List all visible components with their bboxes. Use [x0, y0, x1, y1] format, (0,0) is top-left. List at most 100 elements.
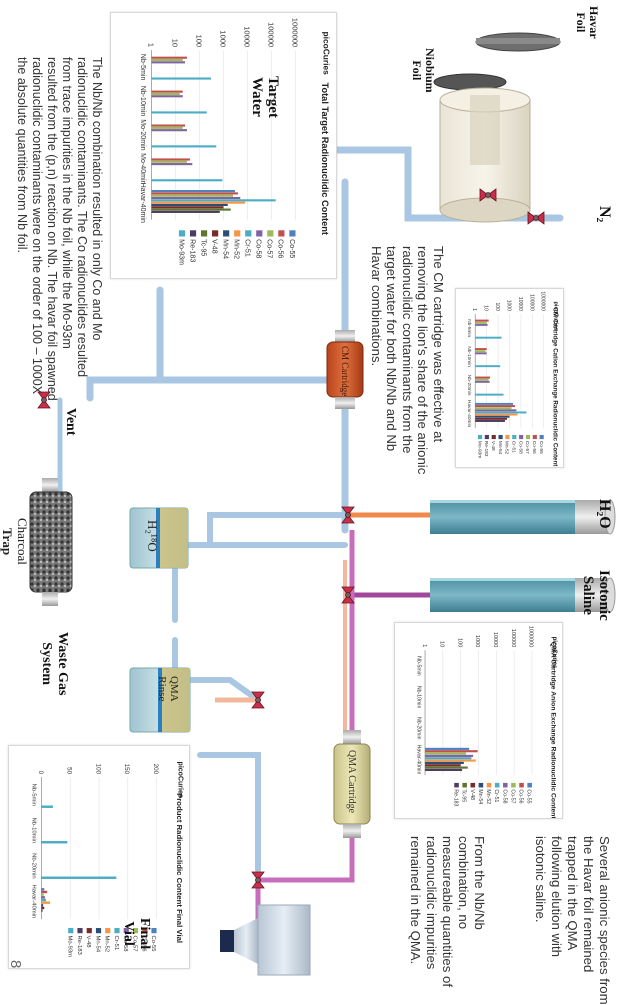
page-number: 8 — [7, 960, 24, 969]
cm-cartridge-label: CM Cartridge — [340, 346, 350, 397]
chart-bar — [475, 378, 489, 381]
cm-effective-line: Havar combinations. — [369, 246, 384, 367]
chart-bar — [151, 210, 220, 213]
chart-bar — [475, 393, 504, 396]
chart-bar — [41, 896, 45, 899]
chart-bar — [475, 321, 487, 324]
chart-bar — [425, 761, 464, 764]
nbnb-combination-line: remained in the QMA. — [408, 836, 423, 965]
chart-legend-swatch — [527, 782, 532, 788]
chart-bar — [475, 323, 488, 326]
chart-legend-swatch — [532, 434, 537, 440]
target-body-bottom — [439, 197, 531, 223]
nbnb-combination-line: From the Nb/Nb — [472, 836, 487, 930]
chart-legend-swatch — [511, 782, 516, 788]
chart-legend-label: Co-57 — [131, 935, 137, 951]
chart-bar — [151, 92, 180, 96]
chart-legend-swatch — [494, 782, 500, 788]
chart-legend-swatch — [519, 782, 524, 788]
chart-ytick: 1000 — [474, 635, 480, 647]
anionic-species-line: following elution with — [549, 836, 564, 957]
chart-legend-label: Co-57 — [509, 789, 515, 803]
nbnb-combination-paragraph: From the Nb/Nb combination, no measureab… — [407, 836, 487, 987]
anionic-species-line: Several anionic species from — [597, 836, 612, 1005]
chart-ytick: 1 — [421, 644, 427, 647]
chart-legend-swatch — [151, 928, 157, 934]
chart-legend-swatch — [486, 782, 492, 788]
h218o-tank — [129, 507, 189, 569]
chart-ytick: 10000 — [242, 26, 251, 47]
niobium-foil-label-line: Foil — [410, 60, 424, 81]
charcoal-trap-label-line: Trap — [0, 527, 15, 556]
qma-chart-svg: QMA Cartridge Anion Exchange Radionuclid… — [415, 626, 558, 820]
chart-title: Product Radionuclidic Content Final Vial — [175, 793, 184, 943]
qma-rinse-label: QMA Rinse — [156, 676, 180, 702]
chart-ytick: 100 — [194, 35, 203, 48]
chart-legend-label: Tc-95 — [461, 789, 467, 802]
chart-legend-swatch — [267, 230, 274, 237]
chart-legend-label: Re-183 — [76, 935, 82, 955]
chart-legend-label: Mn-54 — [94, 935, 100, 952]
chart-bar — [41, 893, 44, 896]
final-vial-label-line: Final — [137, 918, 152, 950]
valve-n2 — [527, 211, 545, 225]
isotonic-saline-label: Isotonic Saline — [580, 570, 612, 621]
chart-ytick: 100 — [94, 764, 101, 775]
chart-bar — [151, 158, 190, 161]
chart-bar — [475, 409, 517, 412]
qma-cartridge-label: QMA Cartridge — [346, 750, 357, 814]
charcoal-trap-label-line: Charcoal — [15, 518, 30, 565]
havar-foil-label-line: Foil — [574, 12, 588, 33]
nb-contaminants-line: The Nb/Nb combination resulted in only C… — [90, 57, 104, 341]
havar-foil-label: Havar Foil — [574, 6, 601, 39]
chart-legend-label: Cr-51 — [493, 789, 499, 802]
target-assembly — [433, 32, 561, 223]
chart-ytick: 10000 — [517, 297, 523, 311]
target-water-label-line: Target — [265, 76, 281, 118]
chart-legend-swatch — [519, 434, 524, 440]
pipe-main-purple — [232, 530, 355, 943]
cm-effective-line: radionuclidic contaminants from the — [400, 246, 415, 454]
anionic-species-line: the Havar foil remained — [581, 836, 596, 973]
chart-legend-label: Mo-93m — [67, 935, 73, 957]
chart-bar — [41, 909, 43, 912]
chart-bar — [151, 206, 224, 209]
target-bore — [470, 95, 500, 165]
product-chart-svg: Product Radionuclidic Content Final Vial… — [31, 762, 185, 958]
qma-cartridge-shape — [333, 730, 371, 838]
chart-bar — [151, 58, 183, 62]
chart-legend-swatch — [484, 434, 489, 440]
chart-legend-label: Co-55 — [288, 239, 295, 258]
chart-legend-swatch — [289, 230, 296, 237]
chart-ytick: 1000000 — [540, 291, 546, 311]
valve-saline — [341, 586, 355, 604]
nbnb-combination-line: radionuclidic impurities — [424, 836, 439, 970]
chart-legend-label: Co-58 — [501, 789, 507, 803]
chart-ytick: 1000000 — [290, 18, 299, 47]
chart-bar — [475, 348, 487, 351]
chart-ytick: 150 — [123, 764, 130, 775]
chart-legend-label: Co-55 — [526, 789, 532, 803]
chart-ytick: 1 — [146, 43, 155, 47]
chart-bar — [151, 203, 228, 207]
chart-legend-label: V-48 — [469, 789, 475, 800]
chart-ytick: 10000 — [492, 632, 498, 647]
chart-ytick: 50 — [66, 767, 73, 774]
qma-rinse-label-line: Rinse — [156, 676, 168, 702]
final-vial-label-line: Vial — [121, 921, 136, 946]
chart-bar — [151, 192, 238, 195]
chart-bar — [475, 415, 510, 418]
chart-bar — [41, 888, 45, 891]
chart-bar — [151, 196, 241, 200]
charcoal-trap-label: Charcoal Trap — [0, 518, 30, 565]
chart-ytick: 100000 — [266, 22, 275, 47]
chart-bar — [475, 407, 512, 410]
vent-label: Vent — [63, 408, 78, 436]
chart-legend-swatch — [462, 782, 467, 788]
chart-legend-label: Co-56 — [141, 935, 147, 952]
chart-legend-swatch — [256, 230, 263, 237]
chart-legend-label: Mn-54 — [222, 239, 229, 259]
chart-legend-swatch — [505, 434, 510, 440]
chart-bar — [151, 194, 234, 197]
